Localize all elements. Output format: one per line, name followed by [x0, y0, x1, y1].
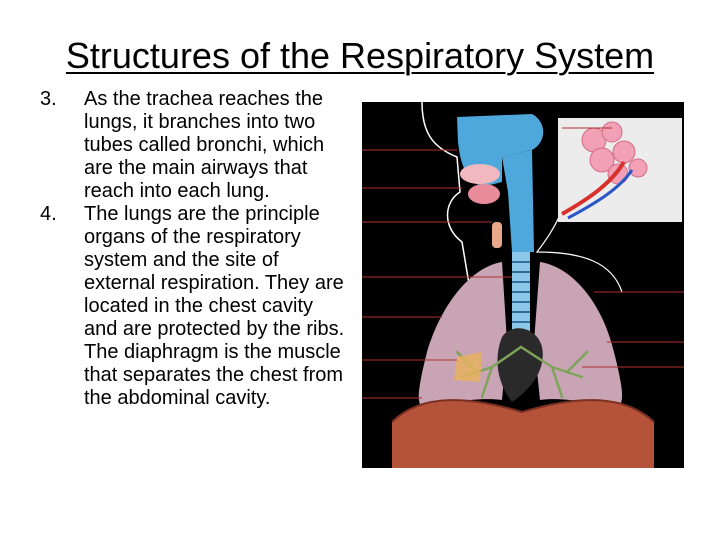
- alveoli-vein: [567, 169, 634, 220]
- alveoli-artery: [561, 160, 626, 216]
- larynx: [492, 222, 502, 248]
- heart: [497, 328, 543, 402]
- respiratory-diagram-svg: [362, 102, 684, 468]
- label-leader-lines: [362, 127, 684, 399]
- list-item-text: As the trachea reaches the lungs, it bra…: [84, 88, 325, 202]
- list-item: 4. The lungs are the principle organs of…: [40, 203, 350, 410]
- list-item-number: 4.: [40, 203, 57, 225]
- list-item: 3. As the trachea reaches the lungs, it …: [40, 88, 350, 203]
- diaphragm: [392, 400, 654, 468]
- head-outline: [421, 102, 473, 303]
- list-item-number: 3.: [40, 88, 57, 110]
- list-item-text: The lungs are the principle organs of th…: [84, 203, 345, 409]
- right-lung: [418, 262, 507, 407]
- diaphragm-edge: [391, 399, 655, 423]
- page-title: Structures of the Respiratory System: [65, 35, 655, 76]
- bullet-list: 3. As the trachea reaches the lungs, it …: [40, 88, 350, 410]
- right-lower-lobe-highlight: [454, 352, 482, 382]
- left-lung: [534, 262, 623, 407]
- respiratory-system-diagram: [362, 102, 684, 468]
- pharynx: [502, 150, 534, 252]
- tongue: [468, 184, 500, 204]
- trachea: [512, 252, 530, 347]
- oral-cavity: [460, 164, 500, 184]
